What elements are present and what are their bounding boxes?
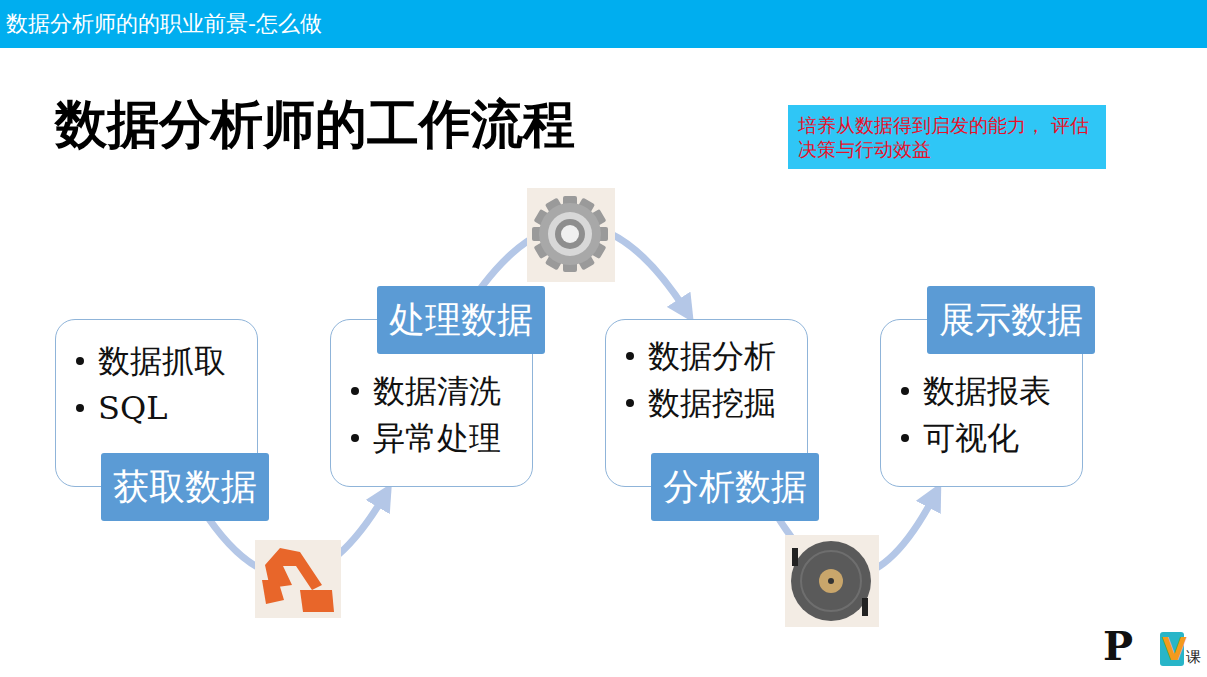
- step-header: 展示数据: [927, 286, 1095, 354]
- step-title: 处理数据: [389, 286, 533, 354]
- page-title: 数据分析师的工作流程: [55, 90, 575, 160]
- bullet-dot: [626, 352, 634, 360]
- step-box: 数据清洗异常处理处理数据: [330, 319, 533, 487]
- bullet-item: 异常处理: [351, 415, 518, 462]
- bullet-dot: [626, 399, 634, 407]
- step-header: 获取数据: [101, 453, 269, 521]
- gear-icon: [527, 188, 615, 282]
- callout-box: 培养从数据得到启发的能力， 评估决策与行动效益: [788, 105, 1106, 169]
- bullet-item: 数据抓取: [76, 338, 243, 385]
- bullet-dot: [76, 357, 84, 365]
- bullet-dot: [76, 404, 84, 412]
- step-box: 数据抓取SQL获取数据: [55, 319, 258, 487]
- step-box: 数据分析数据挖掘分析数据: [605, 319, 808, 487]
- bullet-dot: [351, 387, 359, 395]
- bullet-text: SQL: [98, 389, 167, 427]
- callout-text: 培养从数据得到启发的能力， 评估决策与行动效益: [798, 113, 1098, 161]
- vinyl-icon: [785, 535, 879, 627]
- step-header: 处理数据: [377, 286, 545, 354]
- bullet-dot: [351, 434, 359, 442]
- bullet-item: 数据分析: [626, 333, 793, 380]
- bullet-item: SQL: [76, 385, 243, 432]
- bullet-dot: [901, 434, 909, 442]
- excavator-icon: [255, 540, 341, 618]
- logo-text: P: [1103, 622, 1133, 669]
- header-bar: 数据分析师的的职业前景-怎么做: [0, 0, 1207, 48]
- bullet-dot: [901, 387, 909, 395]
- bar-text: 数据分析师的的职业前景-怎么做: [6, 0, 1207, 48]
- bullet-text: 数据挖掘: [648, 384, 776, 422]
- bullet-text: 数据分析: [648, 337, 776, 375]
- bullet-text: 数据报表: [923, 372, 1051, 410]
- bullet-text: 异常处理: [373, 419, 501, 457]
- bullet-text: 数据清洗: [373, 372, 501, 410]
- bullet-item: 可视化: [901, 415, 1068, 462]
- step-box: 数据报表可视化展示数据: [880, 319, 1083, 487]
- bullet-text: 数据抓取: [98, 342, 226, 380]
- bullet-item: 数据清洗: [351, 368, 518, 415]
- logo-text: 课: [1186, 648, 1201, 667]
- bullet-item: 数据挖掘: [626, 380, 793, 427]
- step-title: 获取数据: [113, 453, 257, 521]
- logo-text: V: [1162, 630, 1187, 668]
- step-header: 分析数据: [651, 453, 819, 521]
- bullet-text: 可视化: [923, 419, 1019, 457]
- bullet-item: 数据报表: [901, 368, 1068, 415]
- step-title: 分析数据: [663, 453, 807, 521]
- step-title: 展示数据: [939, 286, 1083, 354]
